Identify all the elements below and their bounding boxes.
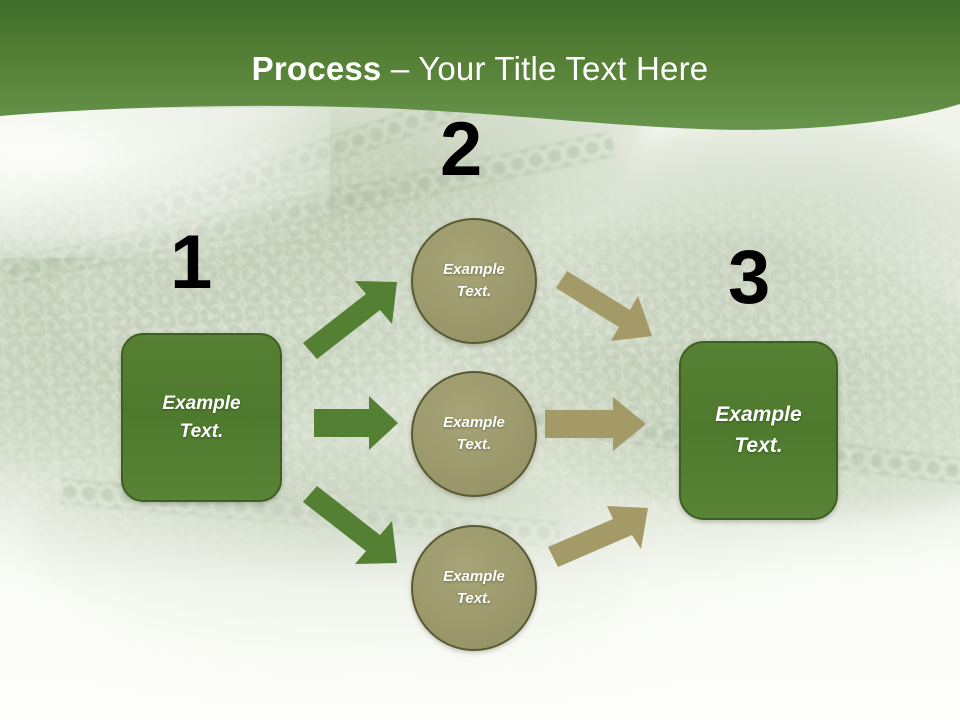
end-box-line-1: Example [715,403,802,427]
arrow-start-to-middle-circle[interactable] [314,396,398,450]
step-number-2: 2 [440,107,483,192]
start-box-line-1: Example [162,392,241,414]
process-circle-bottom[interactable]: Example Text. [411,525,537,651]
circle-middle-line-1: Example [443,413,505,431]
start-process-box[interactable]: Example Text. [121,333,282,502]
start-process-box-text: Example Text. [162,390,240,445]
page-title-rest: Your Title Text Here [418,50,709,87]
arrow-top-circle-to-end[interactable] [556,271,652,341]
circle-top-line-1: Example [443,260,505,278]
arrow-bottom-circle-to-end[interactable] [548,506,648,567]
circle-bottom-line-2: Text. [456,590,492,607]
step-number-1: 1 [170,220,213,305]
page-title-separator: – [381,50,419,87]
end-process-box[interactable]: Example Text. [679,341,838,520]
start-box-line-2: Text. [179,420,224,442]
arrow-start-to-top-circle[interactable] [303,281,397,359]
page-title: Process – Your Title Text Here [0,50,960,88]
end-process-box-text: Example Text. [715,400,801,461]
arrow-middle-circle-to-end[interactable] [545,397,646,451]
title-banner-shape [0,0,960,130]
process-circle-top[interactable]: Example Text. [411,218,537,344]
title-banner: Process – Your Title Text Here [0,0,960,140]
end-box-line-2: Text. [734,433,783,457]
process-circle-bottom-text: Example Text. [443,566,505,611]
circle-top-line-2: Text. [456,283,492,300]
arrow-start-to-bottom-circle[interactable] [303,486,397,564]
process-circle-top-text: Example Text. [443,259,505,304]
circle-bottom-line-1: Example [443,567,505,585]
step-number-3: 3 [728,235,771,320]
process-circle-middle-text: Example Text. [443,412,505,457]
circle-middle-line-2: Text. [456,436,492,453]
process-circle-middle[interactable]: Example Text. [411,371,537,497]
page-title-bold: Process [251,50,382,87]
leaf-blade-bottom [18,409,642,720]
